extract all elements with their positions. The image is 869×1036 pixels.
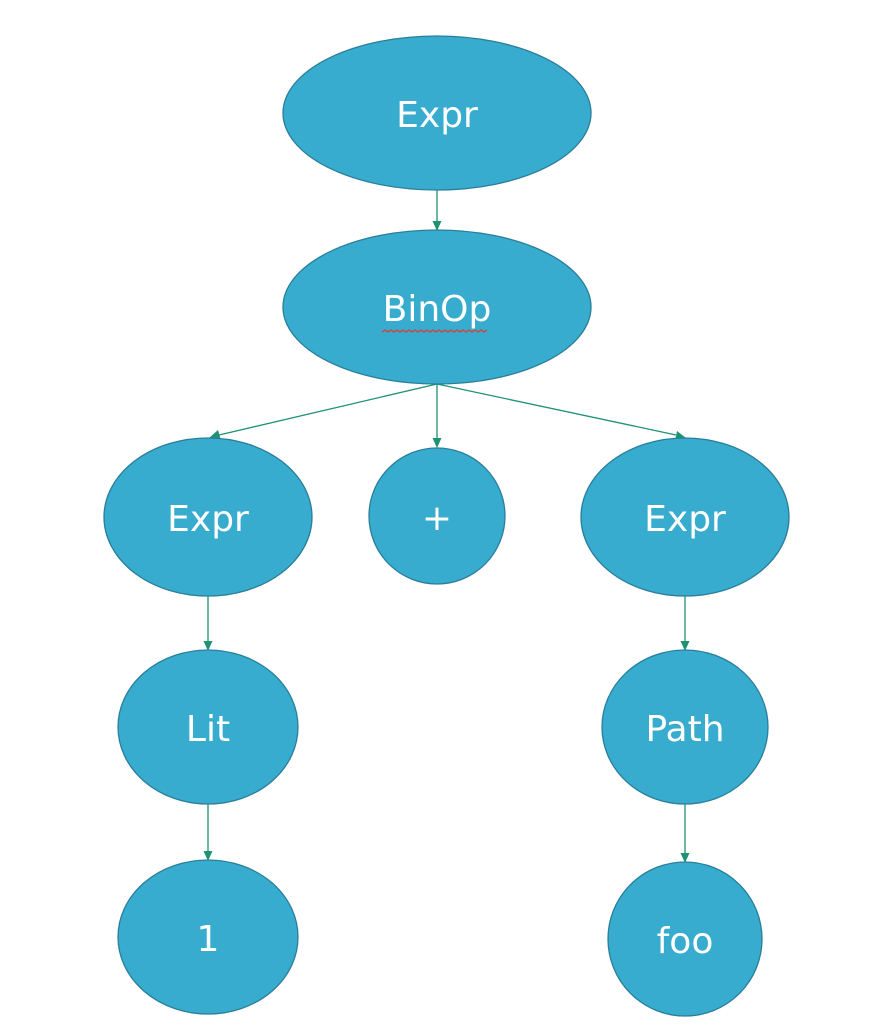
node-label: 1	[197, 919, 220, 960]
edge-expr-root-binop	[432, 190, 442, 231]
edge-binop-plus	[432, 384, 442, 448]
node-plus: +	[368, 447, 506, 585]
edge-expr-right-path	[680, 596, 690, 651]
node-label: BinOp	[383, 289, 492, 330]
edge-path-foo	[680, 804, 690, 863]
node-label: foo	[657, 921, 714, 962]
edge-binop-expr-right	[436, 383, 686, 441]
node-binop: BinOp	[282, 229, 592, 385]
node-label: Lit	[186, 709, 230, 750]
node-expr-left: Expr	[103, 437, 313, 597]
spellcheck-underline	[381, 329, 488, 333]
edges	[203, 190, 690, 863]
edge-binop-expr-left	[209, 383, 438, 440]
node-foo: foo	[607, 861, 763, 1017]
edge-expr-left-lit	[203, 596, 213, 651]
node-label: +	[422, 498, 452, 539]
node-lit: Lit	[117, 649, 299, 805]
node-label: Path	[645, 709, 724, 750]
node-expr-right: Expr	[580, 437, 790, 597]
node-label: Expr	[396, 95, 478, 136]
edge-lit-one	[203, 804, 213, 861]
node-one: 1	[117, 859, 299, 1015]
node-path: Path	[601, 649, 769, 805]
node-expr-root: Expr	[282, 35, 592, 191]
node-label: Expr	[167, 499, 249, 540]
node-label: Expr	[644, 499, 726, 540]
